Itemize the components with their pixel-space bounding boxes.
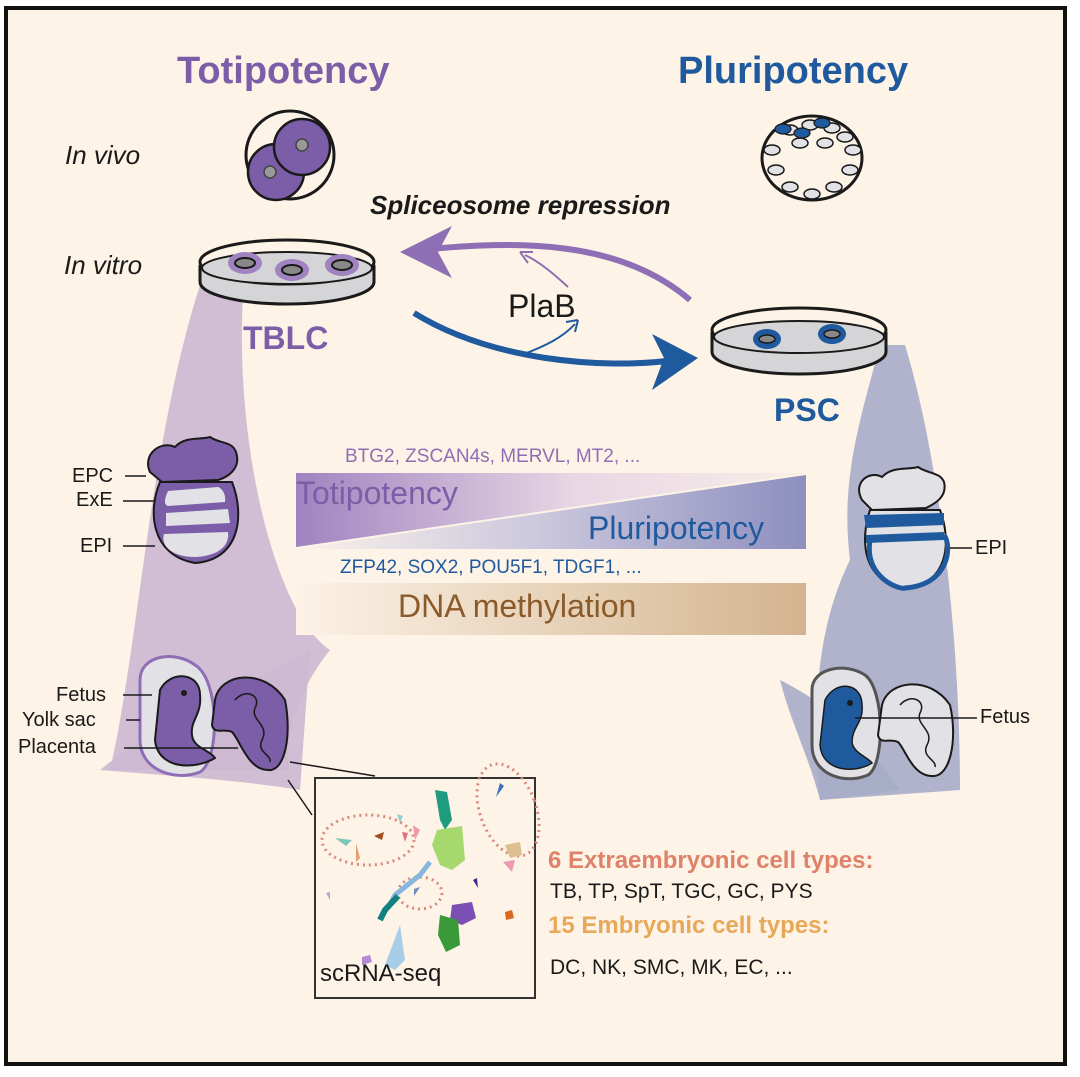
arrow-to-psc xyxy=(412,310,676,367)
blastocyst-icon xyxy=(760,114,864,202)
pluripotency-gradient-bar xyxy=(296,475,806,549)
embryonic-title: 15 Embryonic cell types: xyxy=(548,912,830,939)
label-epi-left: EPI xyxy=(80,535,113,557)
left-fetus-icon xyxy=(138,655,289,777)
tblc-dish-icon xyxy=(198,238,376,306)
arrow-to-tblc-head xyxy=(400,226,452,278)
extraembryonic-list: TB, TP, SpT, TGC, GC, PYS xyxy=(550,880,813,903)
left-egg-cylinder-icon xyxy=(147,435,240,565)
plab-arrow-up xyxy=(524,254,569,288)
label-epi-right: EPI xyxy=(975,537,1008,559)
spliceosome-repression-label: Spliceosome repression xyxy=(370,190,671,220)
embryonic-list: DC, NK, SMC, MK, EC, ... xyxy=(550,956,793,979)
plab-label: PlaB xyxy=(508,288,576,324)
tblc-label: TBLC xyxy=(243,320,329,356)
scrna-seq-label: scRNA-seq xyxy=(320,960,442,987)
psc-dish-icon xyxy=(710,306,888,376)
pluripotency-gradient-label: Pluripotency xyxy=(588,510,765,546)
umap-clusters xyxy=(320,762,541,970)
label-placenta: Placenta xyxy=(18,736,96,758)
right-egg-cylinder-icon xyxy=(858,465,951,591)
label-fetus-left: Fetus xyxy=(56,684,107,706)
in-vivo-label: In vivo xyxy=(65,140,141,170)
label-epc: EPC xyxy=(72,465,114,487)
scrna-umap-panel xyxy=(314,777,536,999)
arrow-to-psc-head xyxy=(652,334,698,390)
right-fetus-icon xyxy=(810,666,955,781)
totipotency-gradient-label: Totipotency xyxy=(296,475,458,511)
label-yolk-sac: Yolk sac xyxy=(22,709,96,731)
arrow-to-tblc xyxy=(419,242,692,303)
methylation-gradient-bar xyxy=(296,583,806,635)
extraembryonic-title: 6 Extraembryonic cell types: xyxy=(548,847,874,874)
psc-label: PSC xyxy=(774,392,840,428)
dna-methylation-label: DNA methylation xyxy=(398,588,637,624)
label-leader-lines xyxy=(123,475,977,816)
totipotency-header: Totipotency xyxy=(177,50,390,92)
totipotency-genes: BTG2, ZSCAN4s, MERVL, MT2, ... xyxy=(345,446,641,467)
label-fetus-right: Fetus xyxy=(980,706,1031,728)
in-vitro-label: In vitro xyxy=(64,250,143,280)
pluripotency-header: Pluripotency xyxy=(678,50,909,92)
totipotency-gradient-bar xyxy=(296,473,806,547)
two-cell-embryo-icon xyxy=(244,109,336,202)
label-exe: ExE xyxy=(76,489,113,511)
plab-arrow-down xyxy=(523,323,576,355)
pluripotency-genes: ZFP42, SOX2, POU5F1, TDGF1, ... xyxy=(340,557,642,578)
